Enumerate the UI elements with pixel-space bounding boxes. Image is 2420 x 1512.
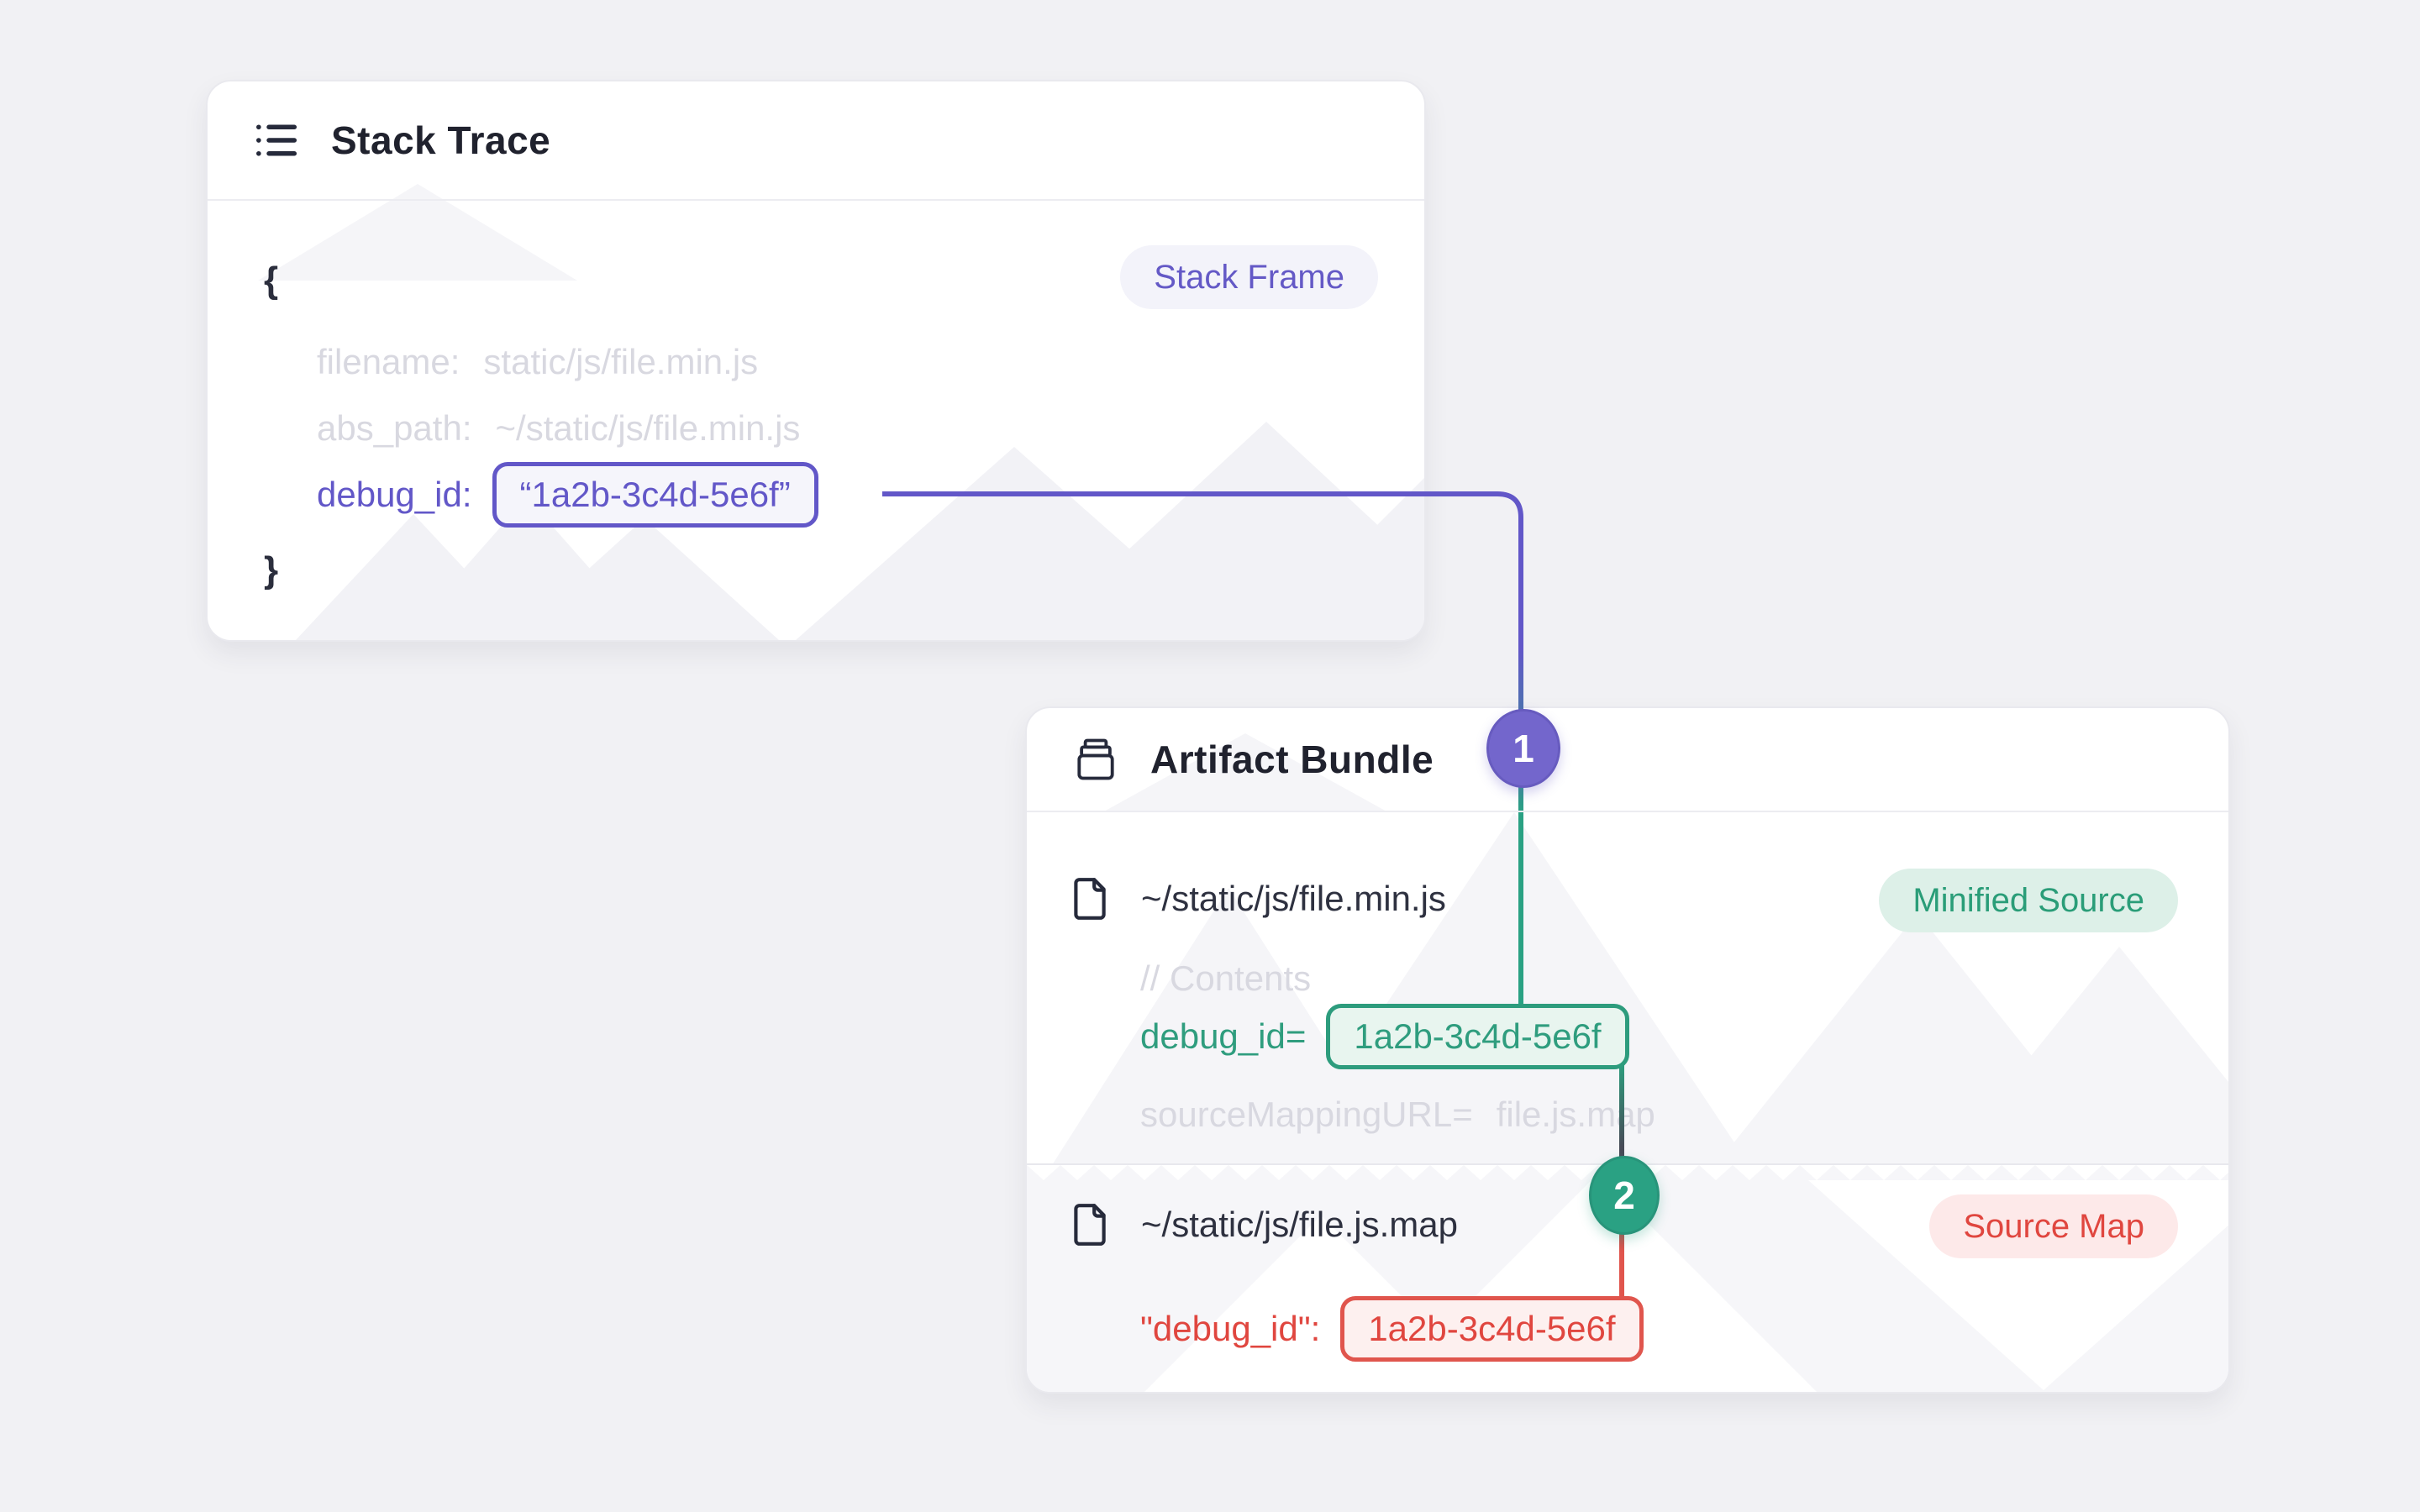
contents-comment-text: // Contents <box>1140 958 1312 998</box>
filename-line: filename: static/js/file.min.js <box>317 344 758 380</box>
mountain-decoration <box>1031 422 1424 640</box>
filename-label: filename: <box>317 342 460 381</box>
minified-file-row: ~/static/js/file.min.js <box>1069 876 1446 921</box>
contents-comment: // Contents <box>1140 961 1311 996</box>
close-brace: } <box>264 549 279 591</box>
stack-frame-badge: Stack Frame <box>1120 245 1378 309</box>
file-icon <box>1074 878 1106 920</box>
minified-file-path: ~/static/js/file.min.js <box>1141 879 1446 918</box>
artifact-bundle-card: Artifact Bundle ~/static/js/file.min.js … <box>1025 706 2230 1394</box>
mountain-decoration <box>510 518 779 640</box>
archive-icon <box>1077 738 1114 780</box>
source-map-file-row: ~/static/js/file.js.map <box>1069 1202 1458 1247</box>
mountain-decoration <box>1262 464 1424 640</box>
list-icon <box>256 124 297 156</box>
debug-id-value-box: “1a2b-3c4d-5e6f” <box>492 462 818 528</box>
stack-trace-card: Stack Trace Stack Frame { filename: stat… <box>206 80 1426 642</box>
mountain-decoration <box>796 447 1233 640</box>
abs-path-label: abs_path: <box>317 408 472 448</box>
mountain-decoration <box>1943 947 2228 1165</box>
debug-id-line: debug_id: “1a2b-3c4d-5e6f” <box>317 462 818 528</box>
source-map-file-path: ~/static/js/file.js.map <box>1141 1205 1458 1244</box>
source-mapping-line: sourceMappingURL= file.js.map <box>1140 1097 1655 1132</box>
stack-trace-header: Stack Trace <box>208 81 1424 201</box>
stack-trace-title: Stack Trace <box>331 118 551 162</box>
open-brace: { <box>264 260 279 301</box>
map-debug-id-label: "debug_id": <box>1140 1309 1321 1348</box>
source-mapping-label: sourceMappingURL= <box>1140 1095 1473 1134</box>
abs-path-value: ~/static/js/file.min.js <box>495 408 801 448</box>
bundle-debug-id-value-box: 1a2b-3c4d-5e6f <box>1326 1004 1629 1069</box>
step-1-badge: 1 <box>1486 709 1560 788</box>
source-map-badge: Source Map <box>1929 1194 2178 1258</box>
bundle-debug-id-label: debug_id= <box>1140 1016 1307 1056</box>
artifact-bundle-title: Artifact Bundle <box>1150 738 1434 781</box>
mountain-decoration <box>1716 913 2119 1165</box>
file-icon <box>1074 1204 1106 1246</box>
source-mapping-value: file.js.map <box>1496 1095 1655 1134</box>
filename-value: static/js/file.min.js <box>483 342 759 381</box>
map-debug-id-value-box: 1a2b-3c4d-5e6f <box>1340 1296 1644 1362</box>
minified-source-badge: Minified Source <box>1879 869 2178 932</box>
artifact-bundle-header: Artifact Bundle <box>1027 708 2228 812</box>
bundle-debug-id-line: debug_id= 1a2b-3c4d-5e6f <box>1140 1004 1629 1069</box>
mountain-decoration <box>296 514 531 640</box>
abs-path-line: abs_path: ~/static/js/file.min.js <box>317 411 800 446</box>
step-2-badge: 2 <box>1589 1156 1660 1235</box>
map-debug-id-line: "debug_id": 1a2b-3c4d-5e6f <box>1140 1296 1644 1362</box>
debug-id-label: debug_id: <box>317 475 472 514</box>
